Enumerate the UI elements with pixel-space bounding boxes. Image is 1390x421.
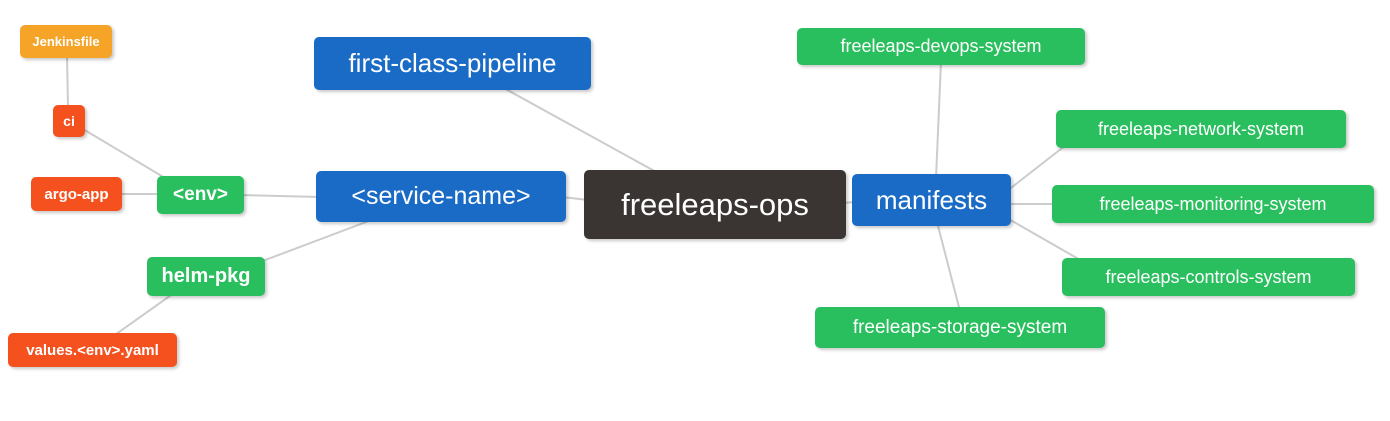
node-freeleaps-storage-system[interactable]: freeleaps-storage-system [815, 307, 1105, 348]
node-env[interactable]: <env> [157, 176, 244, 214]
node-freeleaps-monitoring-system[interactable]: freeleaps-monitoring-system [1052, 185, 1374, 223]
edge-manifests-storage [936, 221, 961, 312]
node-freeleaps-controls-system[interactable]: freeleaps-controls-system [1062, 258, 1355, 296]
node-values-env-yaml[interactable]: values.<env>.yaml [8, 333, 177, 367]
node-first-class-pipeline[interactable]: first-class-pipeline [314, 37, 591, 90]
edge-jenkinsfile-ci [66, 54, 69, 109]
node-freeleaps-ops-root[interactable]: freeleaps-ops [584, 170, 846, 239]
edge-manifests-controls [1006, 217, 1083, 262]
edge-ci-env [82, 128, 171, 182]
node-manifests[interactable]: manifests [852, 174, 1011, 226]
edge-env-servicename [239, 194, 321, 198]
node-freeleaps-network-system[interactable]: freeleaps-network-system [1056, 110, 1346, 148]
node-freeleaps-devops-system[interactable]: freeleaps-devops-system [797, 28, 1085, 65]
node-argo-app[interactable]: argo-app [31, 177, 122, 211]
edge-helmpkg-values [111, 292, 175, 338]
edge-servicename-helmpkg [259, 218, 375, 263]
edge-manifests-network [1006, 144, 1067, 192]
node-ci[interactable]: ci [53, 105, 85, 137]
node-jenkinsfile[interactable]: Jenkinsfile [20, 25, 112, 58]
node-helm-pkg[interactable]: helm-pkg [147, 257, 265, 296]
edge-manifests-devops [935, 61, 942, 179]
edge-fcp-freeleapsops [501, 86, 659, 174]
edge-servicename-freeleapsops [561, 196, 589, 201]
node-service-name[interactable]: <service-name> [316, 171, 566, 222]
